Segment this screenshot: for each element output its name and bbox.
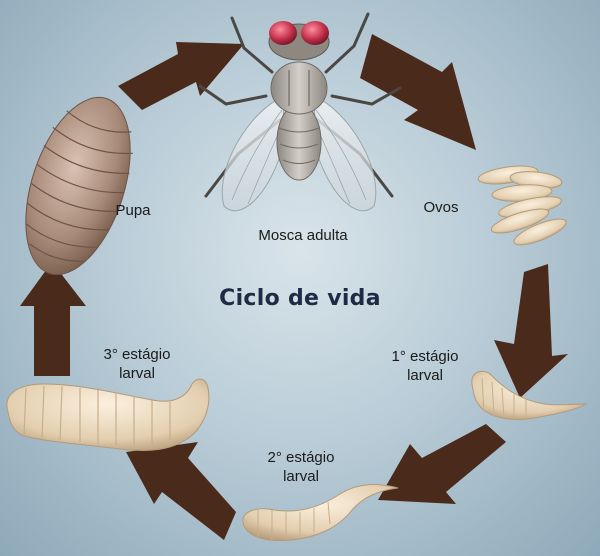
label-eggs: Ovos — [416, 198, 466, 217]
label-larva-stage-2: 2° estágio larval — [256, 448, 346, 486]
label-adult-fly: Mosca adulta — [228, 226, 378, 245]
label-larva-stage-1: 1° estágio larval — [380, 347, 470, 385]
arrow-larva3-to-pupa — [20, 262, 86, 376]
label-larva-stage-3-line1: 3° estágio — [92, 345, 182, 364]
label-larva-stage-1-line2: larval — [380, 366, 470, 385]
label-larva-stage-2-line2: larval — [256, 467, 346, 486]
label-larva-stage-3-line2: larval — [92, 364, 182, 383]
label-larva-stage-2-line1: 2° estágio — [256, 448, 346, 467]
diagram-title: Ciclo de vida — [190, 286, 410, 311]
arrow-adult-to-eggs — [360, 34, 476, 150]
arrow-larva2-to-larva3 — [126, 442, 236, 540]
larva-stage-2-illustration — [243, 485, 398, 541]
label-larva-stage-3: 3° estágio larval — [92, 345, 182, 383]
arrow-pupa-to-adult — [118, 42, 244, 110]
label-larva-stage-1-line1: 1° estágio — [380, 347, 470, 366]
arrow-larva1-to-larva2 — [378, 424, 506, 504]
larva-stage-3-illustration — [7, 379, 209, 450]
arrow-eggs-to-larva1 — [494, 264, 568, 398]
pupa-illustration — [6, 84, 150, 287]
label-pupa: Pupa — [108, 201, 158, 220]
eggs-illustration — [477, 163, 569, 250]
